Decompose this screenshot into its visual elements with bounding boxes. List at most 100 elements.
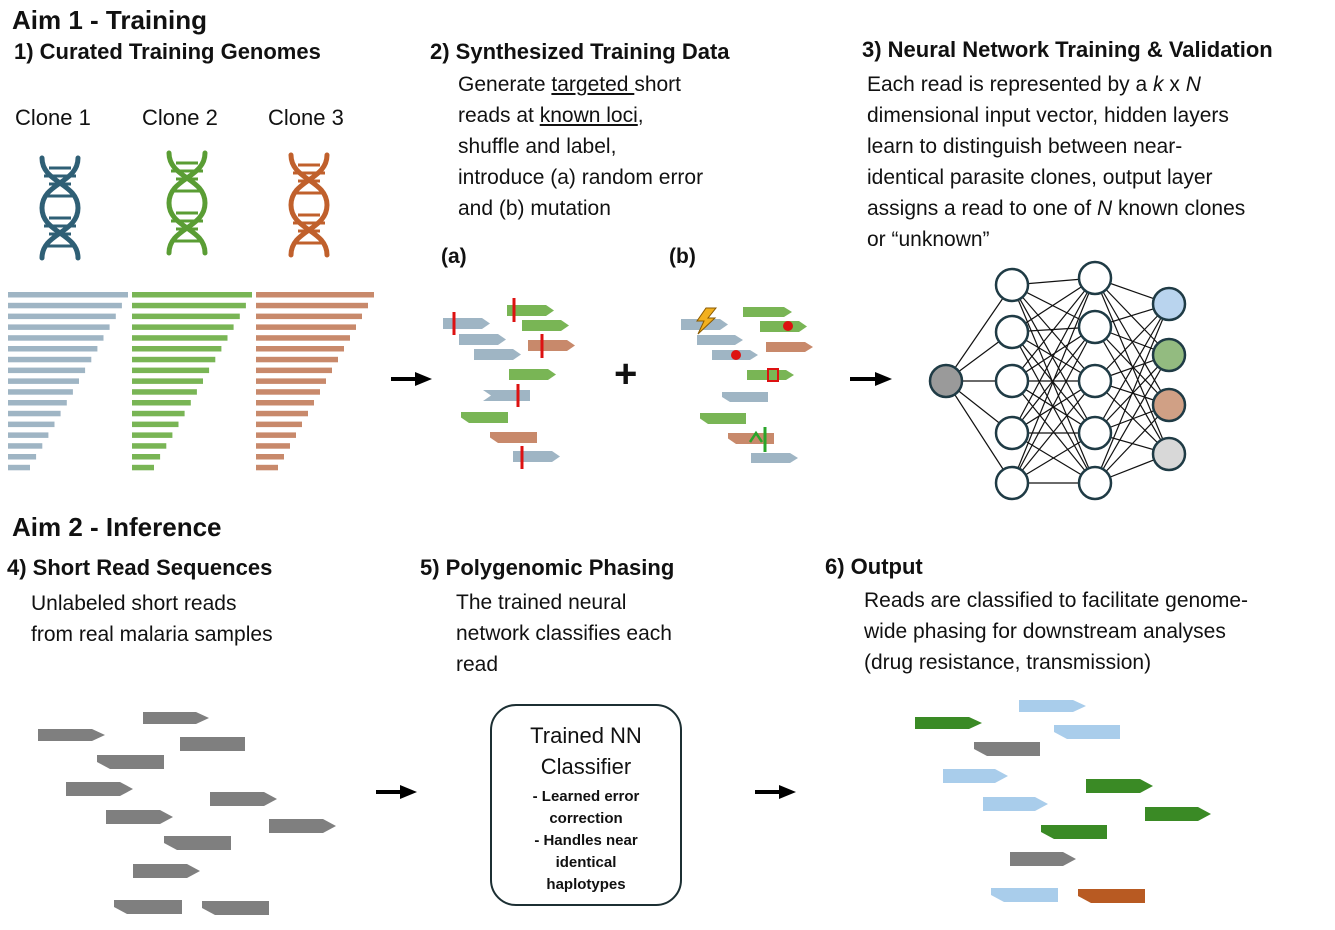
aim2-title: Aim 2 - Inference	[12, 512, 222, 542]
section6-text: Reads are classified to facilitate genom…	[864, 589, 1249, 674]
nn-hidden-node	[1077, 260, 1113, 296]
genome-segment-bar	[256, 421, 302, 428]
section1-title: 1) Curated Training Genomes	[14, 39, 321, 64]
classified-reads	[915, 700, 1211, 903]
genome-segment-bar	[256, 324, 356, 330]
nn-connection	[1094, 404, 1170, 484]
read	[143, 712, 209, 724]
genome-segment-bar	[256, 464, 278, 471]
clone1-genome-bars	[8, 292, 128, 471]
nn-hidden-node	[1077, 309, 1113, 345]
nn-connection	[1011, 277, 1096, 434]
read	[1041, 825, 1107, 839]
panel-b-reads	[681, 307, 813, 463]
nn-connection	[1011, 284, 1096, 484]
read	[1145, 807, 1211, 821]
genome-segment-bar	[8, 302, 122, 309]
read	[1010, 852, 1076, 866]
section4-title: 4) Short Read Sequences	[7, 555, 273, 580]
box-bullets: - Learned error correction - Handles nea…	[532, 788, 640, 893]
genome-segment-bar	[256, 302, 368, 309]
read	[507, 305, 554, 316]
read	[38, 729, 105, 741]
read	[97, 755, 164, 769]
genome-segment-bar	[132, 346, 222, 352]
section2-title: 2) Synthesized Training Data	[430, 39, 730, 64]
read	[461, 412, 508, 423]
read	[983, 797, 1048, 811]
nn-connection	[1094, 354, 1170, 484]
read	[443, 318, 490, 329]
nn-output-node	[1151, 387, 1187, 423]
nn-connection	[1094, 380, 1170, 455]
read	[66, 782, 133, 796]
nn-connection	[1094, 303, 1170, 484]
read	[509, 369, 556, 380]
read	[766, 342, 813, 352]
read	[202, 901, 269, 915]
genome-segment-bar	[256, 346, 344, 352]
genome-segment-bar	[256, 378, 326, 384]
nn-hidden-node	[994, 267, 1030, 303]
clone2-label: Clone 2	[142, 105, 218, 130]
nn-connection	[945, 380, 1013, 484]
nn-connection	[1011, 284, 1096, 434]
nn-output-node	[1151, 337, 1187, 373]
genome-segment-bar	[256, 400, 314, 406]
read	[943, 769, 1008, 783]
read	[114, 900, 182, 914]
error-marks	[452, 298, 544, 469]
genome-segment-bar	[132, 335, 228, 341]
plus-sign: +	[614, 352, 638, 396]
genome-segment-bar	[256, 367, 332, 374]
mutation-dot	[731, 350, 741, 360]
genome-segment-bar	[256, 335, 350, 341]
unlabeled-reads	[38, 712, 336, 915]
genome-segment-bar	[132, 464, 154, 471]
genome-segment-bar	[256, 410, 308, 417]
section5-text: The trained neural network classifies ea…	[456, 591, 672, 676]
nn-hidden-node	[994, 363, 1030, 399]
genome-segment-bar	[256, 454, 284, 460]
read	[459, 334, 506, 345]
nn-hidden-node	[994, 465, 1030, 501]
genome-segment-bar	[132, 410, 185, 417]
genome-segment-bar	[132, 302, 246, 309]
nn-connection	[1011, 284, 1096, 382]
section3-title: 3) Neural Network Training & Validation	[862, 37, 1273, 62]
read	[180, 737, 245, 751]
genome-segment-bar	[8, 389, 73, 395]
arrow-icon	[376, 785, 417, 799]
clone1-label: Clone 1	[15, 105, 91, 130]
read	[490, 432, 537, 443]
section5-title: 5) Polygenomic Phasing	[420, 555, 675, 580]
lightning-icon	[696, 307, 718, 335]
genome-segment-bar	[256, 443, 290, 449]
genome-segment-bar	[132, 367, 210, 374]
nn-hidden-node	[1077, 363, 1113, 399]
read	[528, 340, 575, 351]
genome-segment-bar	[8, 421, 55, 428]
read	[210, 792, 277, 806]
panel-a-reads	[443, 298, 575, 469]
genome-segment-bar	[256, 313, 362, 320]
genome-segment-bar	[256, 292, 374, 298]
genome-segment-bar	[256, 356, 338, 363]
genome-segment-bar	[132, 378, 203, 384]
genome-segment-bar	[256, 432, 296, 438]
genome-segment-bar	[8, 410, 61, 417]
genome-segment-bar	[132, 421, 179, 428]
genome-segment-bar	[132, 292, 252, 298]
genome-segment-bar	[132, 324, 234, 330]
arrow-icon	[755, 785, 796, 799]
read	[164, 836, 231, 850]
genome-segment-bar	[8, 292, 128, 298]
read	[743, 307, 792, 317]
read	[722, 392, 768, 402]
read	[991, 888, 1058, 902]
nn-hidden-node	[994, 415, 1030, 451]
genome-segment-bar	[8, 454, 37, 460]
clone3-genome-bars	[256, 292, 374, 471]
genome-segment-bar	[132, 443, 167, 449]
